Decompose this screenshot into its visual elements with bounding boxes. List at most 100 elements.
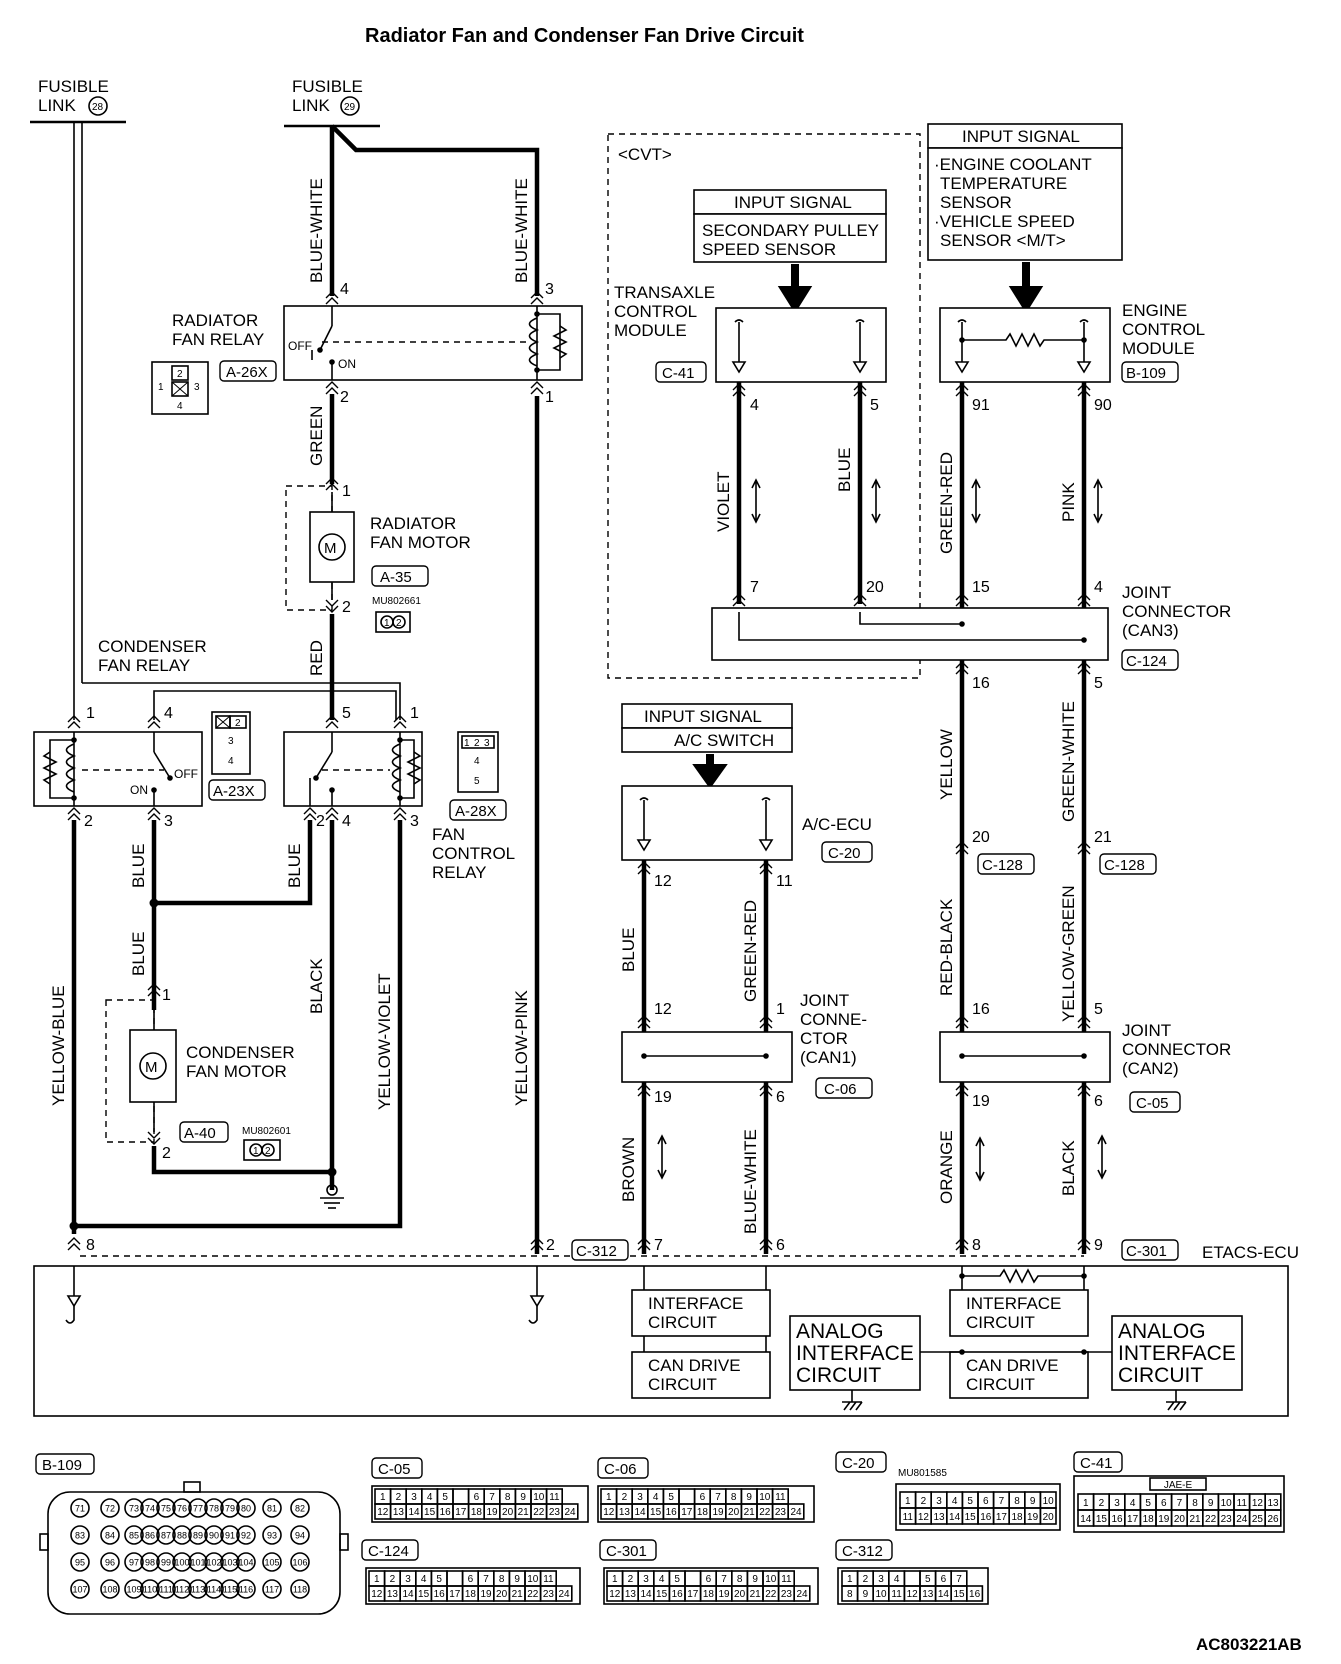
c128-connector-2: C-128: [1104, 857, 1145, 874]
c05-pins-pin: 8: [505, 1492, 511, 1503]
a23x-pin-3: 3: [228, 736, 234, 747]
rad-relay-pin-4: 4: [340, 281, 349, 298]
c20-pins-pin: 20: [1043, 1512, 1055, 1523]
etacs-ecu: INTERFACE CIRCUIT CAN DRIVE CIRCUIT ANAL…: [33, 1265, 1289, 1417]
fan-control-relay-name-3: RELAY: [432, 863, 487, 882]
b109-pin: 103: [222, 1558, 237, 1568]
c20-pins-pin: 1: [905, 1496, 911, 1507]
c06-pins-pin: 20: [728, 1507, 740, 1518]
a26x-pin-2: 2: [177, 369, 183, 380]
a26x-pin-4: 4: [177, 401, 183, 412]
b109-pin: 95: [75, 1558, 85, 1568]
c312-pins-pin: 5: [925, 1574, 931, 1585]
etacs-analog-1-line-2: INTERFACE: [796, 1342, 914, 1365]
b109-pin: 77: [193, 1504, 203, 1514]
wire-orange: ORANGE: [937, 1130, 956, 1204]
ecm-pin-91: 91: [972, 397, 990, 414]
c05-pins-pin: 1: [380, 1492, 386, 1503]
input-signal-ecm-line-4: ·VEHICLE SPEED: [934, 212, 1075, 231]
cvt-label: <CVT>: [618, 145, 672, 164]
fan-control-relay-face: 1 2 3 4 5 A-28X: [449, 731, 507, 821]
c301-pins-pin: 5: [674, 1574, 680, 1585]
bidirectional-arrow-icon: [751, 478, 1103, 524]
b109-pin: 96: [105, 1558, 115, 1568]
etacs-analog-2-line-1: ANALOG: [1118, 1320, 1206, 1343]
diagram-title: Radiator Fan and Condenser Fan Drive Cir…: [365, 25, 804, 47]
tcm-connector: C-41: [662, 365, 695, 382]
radiator-fan-motor-name-2: FAN MOTOR: [370, 533, 471, 552]
c06-pins-pin: 6: [700, 1492, 706, 1503]
c06-pins-pin: 11: [775, 1492, 786, 1503]
etacs-pin-9: 9: [1094, 1237, 1103, 1254]
b109-pin: 113: [191, 1585, 205, 1595]
c06-pins-pin: 8: [731, 1492, 737, 1503]
b109-pin: 72: [105, 1504, 115, 1514]
b109-pin: 116: [239, 1585, 253, 1595]
c301-label: C-301: [606, 1543, 647, 1560]
fan-ctrl-relay-pin-5: 5: [342, 705, 351, 722]
condenser-fan-relay-name-1: CONDENSER: [98, 637, 207, 656]
c312-pins-pin: 14: [938, 1589, 950, 1600]
c20-pins-pin: 2: [921, 1496, 927, 1507]
etacs-pin-7: 7: [654, 1237, 663, 1254]
input-signal-tcm-line-1: SECONDARY PULLEY: [702, 221, 879, 240]
c301-pins-pin: 24: [796, 1589, 808, 1600]
c05-pins-pin: 4: [427, 1492, 433, 1503]
c124-label: C-124: [368, 1543, 409, 1560]
c301-pins-pin: 1: [612, 1574, 618, 1585]
condenser-fan-relay-face: 2 1 3 4 A-23X: [208, 711, 266, 801]
b109-pin: 83: [75, 1531, 85, 1541]
c41-pins-pin: 20: [1174, 1514, 1186, 1525]
c124-pins-pin: 9: [514, 1574, 520, 1585]
b109-pin: 102: [206, 1558, 221, 1568]
jc-can1-name-1: JOINT: [800, 991, 849, 1010]
c41-pins-pin: 14: [1080, 1514, 1092, 1525]
radiator-fan-motor-name-1: RADIATOR: [370, 514, 456, 533]
b109-pin: 90: [209, 1531, 219, 1541]
c312-pins-pin: 9: [863, 1589, 869, 1600]
jc-can3-pin-5: 5: [1094, 675, 1103, 692]
b109-pin: 110: [143, 1585, 157, 1595]
jc-can3-pin-16: 16: [972, 675, 990, 692]
wire-green-red-1: GREEN-RED: [937, 452, 956, 554]
c05-pins-pin: 5: [442, 1492, 448, 1503]
wire-yellow-blue: YELLOW-BLUE: [49, 985, 68, 1106]
joint-connector-can2: JOINT CONNECTOR (CAN2) C-05: [939, 1021, 1231, 1113]
wire-green-red-2: GREEN-RED: [741, 900, 760, 1002]
c301-pins-pin: 17: [687, 1589, 699, 1600]
c06-pins-pin: 24: [790, 1507, 802, 1518]
ecm-name-3: MODULE: [1122, 339, 1195, 358]
etacs-can-drive-2-line-1: CAN DRIVE: [966, 1356, 1059, 1375]
c05-pins-pin: 7: [489, 1492, 495, 1503]
jc-can1-pin-19: 19: [654, 1089, 672, 1106]
c301-pins-pin: 20: [734, 1589, 746, 1600]
c41-pins-pin: 4: [1130, 1498, 1136, 1509]
tcm-pin-4: 4: [750, 397, 759, 414]
rad-motor-conn-2: 2: [396, 618, 402, 629]
c301-pins-pin: 12: [609, 1589, 621, 1600]
c41-pins-pin: 16: [1111, 1514, 1123, 1525]
c124-pins-pin: 6: [468, 1574, 474, 1585]
c41-pins-pin: 5: [1145, 1498, 1151, 1509]
b109-pin: 85: [129, 1531, 139, 1541]
condenser-fan-relay-off: OFF: [174, 767, 198, 781]
c312-pins-pin: 8: [847, 1589, 853, 1600]
c41-part: JAE-E: [1164, 1480, 1193, 1491]
c06-pins-pin: 9: [746, 1492, 752, 1503]
wire-brown: BROWN: [619, 1137, 638, 1202]
wire-blue-5: BLUE: [619, 928, 638, 972]
c301-pins-pin: 4: [659, 1574, 665, 1585]
c312-label: C-312: [842, 1543, 883, 1560]
fan-ctrl-relay-pin-3: 3: [410, 813, 419, 830]
c06-pins-pin: 13: [619, 1507, 631, 1518]
c20-pins-pin: 10: [1043, 1496, 1055, 1507]
c05-pins-pin: 12: [377, 1507, 389, 1518]
c312-pins-pin: 12: [907, 1589, 919, 1600]
cond-relay-pin-4: 4: [164, 705, 173, 722]
c20-pins-pin: 4: [952, 1496, 958, 1507]
transaxle-control-module: TRANSAXLE CONTROL MODULE C-41: [614, 283, 887, 383]
